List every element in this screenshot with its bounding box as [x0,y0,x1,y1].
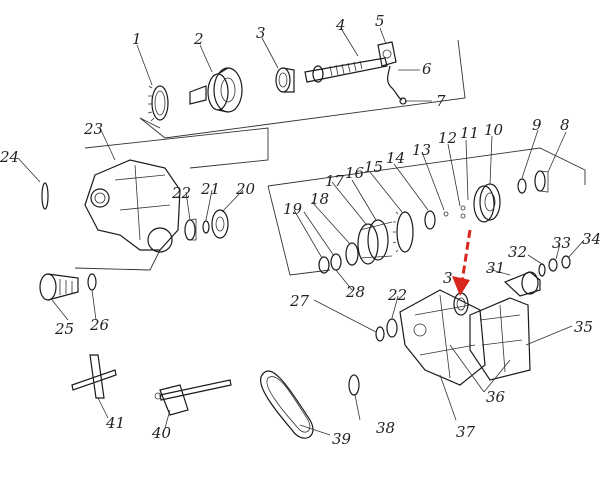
label-9: 9 [532,116,542,134]
label-17: 17 [325,172,345,190]
part-4-main-shaft [304,57,388,83]
label-26: 26 [89,316,110,334]
part-3-highlighted-bearing [453,292,469,316]
part-38-seal [348,374,360,396]
part-22-bearing [184,218,197,241]
part-15-sprocket [392,211,414,253]
part-26-seal [87,273,97,291]
part-2-carrier [189,67,243,113]
part-23-front-housing [84,159,181,253]
part-31-output-flange [503,271,541,297]
label-34: 34 [582,230,601,248]
label-11: 11 [460,124,479,142]
part-27-seal [375,326,385,342]
part-37-rear-housing [399,289,486,386]
label-37: 37 [456,423,476,441]
label-22b: 22 [387,286,407,304]
part-6-7-sensor-wire [387,65,407,105]
part-3-collar [275,67,295,93]
label-7: 7 [436,92,446,110]
part-10-gear [473,183,501,223]
label-35: 35 [574,318,593,336]
label-12: 12 [438,129,457,147]
part-number-labels: 1 2 3 4 5 6 7 8 9 10 11 12 13 14 15 16 1… [0,12,601,448]
label-32: 32 [508,243,527,261]
part-24-pin [41,182,49,210]
part-18-gear [345,242,359,266]
middle-group-frame [267,147,586,276]
part-40-shift-rail [154,379,232,416]
part-14-ring [424,210,436,230]
label-38: 38 [376,419,395,437]
label-33: 33 [552,234,571,252]
label-36: 36 [486,388,506,406]
label-21: 21 [200,180,220,198]
part-16-17-gear-set [357,219,393,265]
part-25-output-flange [39,273,79,301]
label-16: 16 [345,164,365,182]
label-22a: 22 [171,184,191,202]
label-39: 39 [332,430,352,448]
label-14: 14 [386,149,405,167]
label-40: 40 [151,424,172,442]
part-39-drive-chain [260,370,314,439]
part-41-shift-fork [71,354,117,399]
label-24: 24 [0,148,19,166]
part-1-gear-ring [147,85,169,122]
label-15: 15 [364,158,383,176]
part-21-washer [202,220,210,234]
label-27: 27 [289,292,310,310]
label-13: 13 [412,141,431,159]
part-22-right-bearing [386,318,398,338]
label-23: 23 [83,120,103,138]
label-41: 41 [105,414,125,432]
part-8-snap-ring [534,170,549,193]
part-32-33-34-nuts [538,255,571,277]
label-3: 3 [256,24,266,42]
part-35-rear-cover [469,297,531,381]
part-9-washer [517,178,527,194]
part-12-13-pins [443,205,466,219]
label-5: 5 [375,12,385,30]
label-25: 25 [54,320,74,338]
part-20-gear [211,209,229,239]
label-20: 20 [235,180,256,198]
label-28: 28 [345,283,365,301]
label-10: 10 [484,121,504,139]
left-frame [74,127,269,271]
label-31: 31 [486,259,505,277]
highlight-arrow [452,229,472,296]
leader-lines [17,27,585,436]
label-4: 4 [335,16,346,34]
label-3-highlight: 3 [443,269,453,287]
part-5-sensor-bracket [377,41,397,67]
label-8: 8 [560,116,570,134]
label-2: 2 [193,30,204,48]
upper-group-frame [139,39,466,139]
label-1: 1 [132,30,142,48]
label-19: 19 [283,200,303,218]
label-18: 18 [310,190,329,208]
label-6: 6 [422,60,432,78]
